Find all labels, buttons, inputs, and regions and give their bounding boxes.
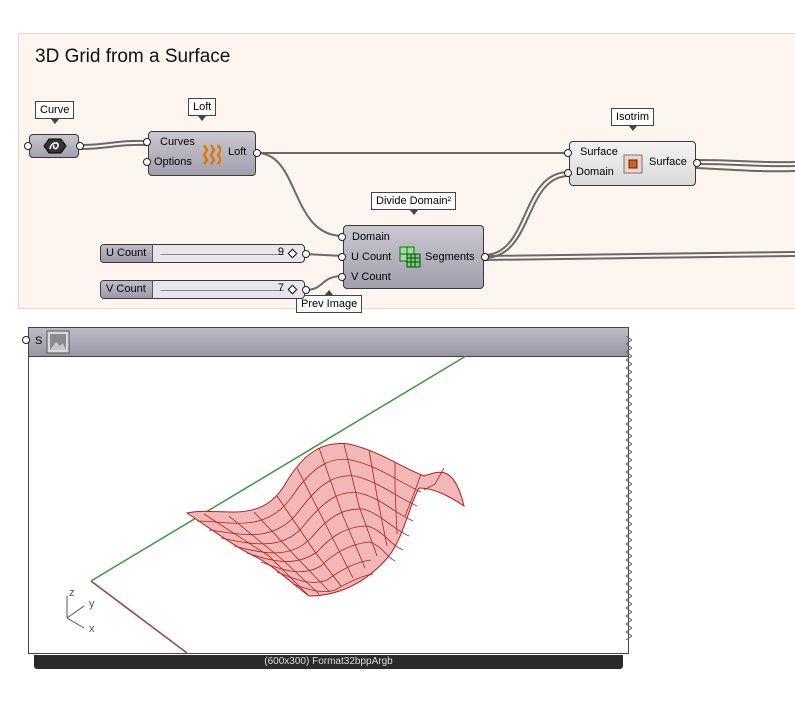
loft-icon (202, 144, 221, 165)
tag-prev-image: Prev Image (296, 290, 363, 313)
prev-image-input-grip[interactable] (22, 336, 30, 344)
divide-domain-grip[interactable] (338, 233, 346, 241)
u-count-slider[interactable]: U Count 9 (100, 244, 305, 263)
divide-v-grip[interactable] (338, 273, 346, 281)
u-count-slider-value: 9 (277, 246, 284, 258)
curve-param-component[interactable] (29, 134, 79, 158)
u-count-output-grip[interactable] (302, 250, 310, 258)
loft-component[interactable]: Curves Options Loft (148, 131, 256, 176)
group-title: 3D Grid from a Surface (35, 46, 231, 67)
prev-image-input-label[interactable]: S (35, 335, 43, 347)
curve-icon (43, 138, 67, 154)
prev-image-footer: (600x300) Format32bppArgb (34, 655, 623, 669)
divide-input-v[interactable]: V Count (351, 271, 391, 283)
curve-output-grip[interactable] (76, 142, 84, 150)
loft-output-grip[interactable] (253, 149, 261, 157)
v-count-output-grip[interactable] (302, 286, 310, 294)
divide-domain-component[interactable]: Domain U Count V Count Segments (343, 225, 484, 289)
isotrim-input-surface[interactable]: Surface (580, 146, 618, 158)
loft-output-label[interactable]: Loft (228, 146, 247, 158)
isotrim-domain-grip[interactable] (564, 169, 572, 177)
divide-input-u[interactable]: U Count (351, 251, 392, 263)
axis-gizmo (66, 596, 85, 629)
divide-output-label[interactable]: Segments (425, 251, 475, 263)
divide-domain-icon (399, 246, 421, 268)
curve-input-grip[interactable] (24, 142, 32, 150)
isotrim-output-label[interactable]: Surface (649, 156, 687, 168)
prev-image-header[interactable]: S (29, 328, 628, 357)
isotrim-input-domain[interactable]: Domain (576, 166, 614, 178)
v-count-slider-knob[interactable] (287, 284, 298, 295)
divide-input-domain[interactable]: Domain (352, 231, 390, 243)
green-axis-line (90, 356, 467, 582)
isotrim-output-grip[interactable] (693, 159, 701, 167)
isotrim-component[interactable]: Surface Domain Surface (569, 141, 696, 186)
image-icon (46, 330, 70, 354)
divide-u-grip[interactable] (338, 253, 346, 261)
v-count-slider-name: V Count (101, 281, 153, 298)
u-count-slider-knob[interactable] (287, 248, 298, 259)
loft-options-grip[interactable] (143, 158, 151, 166)
axis-z-label: z (69, 587, 75, 599)
loft-input-options[interactable]: Options (154, 156, 192, 168)
tag-loft: Loft (188, 98, 217, 121)
loft-input-curves[interactable]: Curves (160, 136, 195, 148)
red-axis-line (90, 580, 188, 653)
prev-image-component[interactable]: S (28, 327, 632, 654)
preview-viewport: z y x (66, 356, 467, 653)
u-count-slider-track[interactable] (161, 254, 284, 255)
trimmed-surface (185, 443, 465, 597)
axis-x-label: x (89, 623, 95, 635)
tag-isotrim: Isotrim (611, 108, 654, 131)
isotrim-icon (623, 154, 643, 174)
tag-curve: Curve (35, 101, 75, 124)
axis-y-label: y (89, 598, 95, 610)
isotrim-surface-grip[interactable] (564, 149, 572, 157)
v-count-slider[interactable]: V Count 7 (100, 280, 305, 299)
right-zigzag-edge (626, 336, 632, 641)
loft-curves-grip[interactable] (143, 138, 151, 146)
u-count-slider-name: U Count (101, 245, 153, 262)
v-count-slider-track[interactable] (161, 290, 284, 291)
divide-output-grip[interactable] (481, 253, 489, 261)
v-count-slider-value: 7 (277, 282, 284, 294)
tag-divide-domain: Divide Domain² (371, 192, 457, 215)
